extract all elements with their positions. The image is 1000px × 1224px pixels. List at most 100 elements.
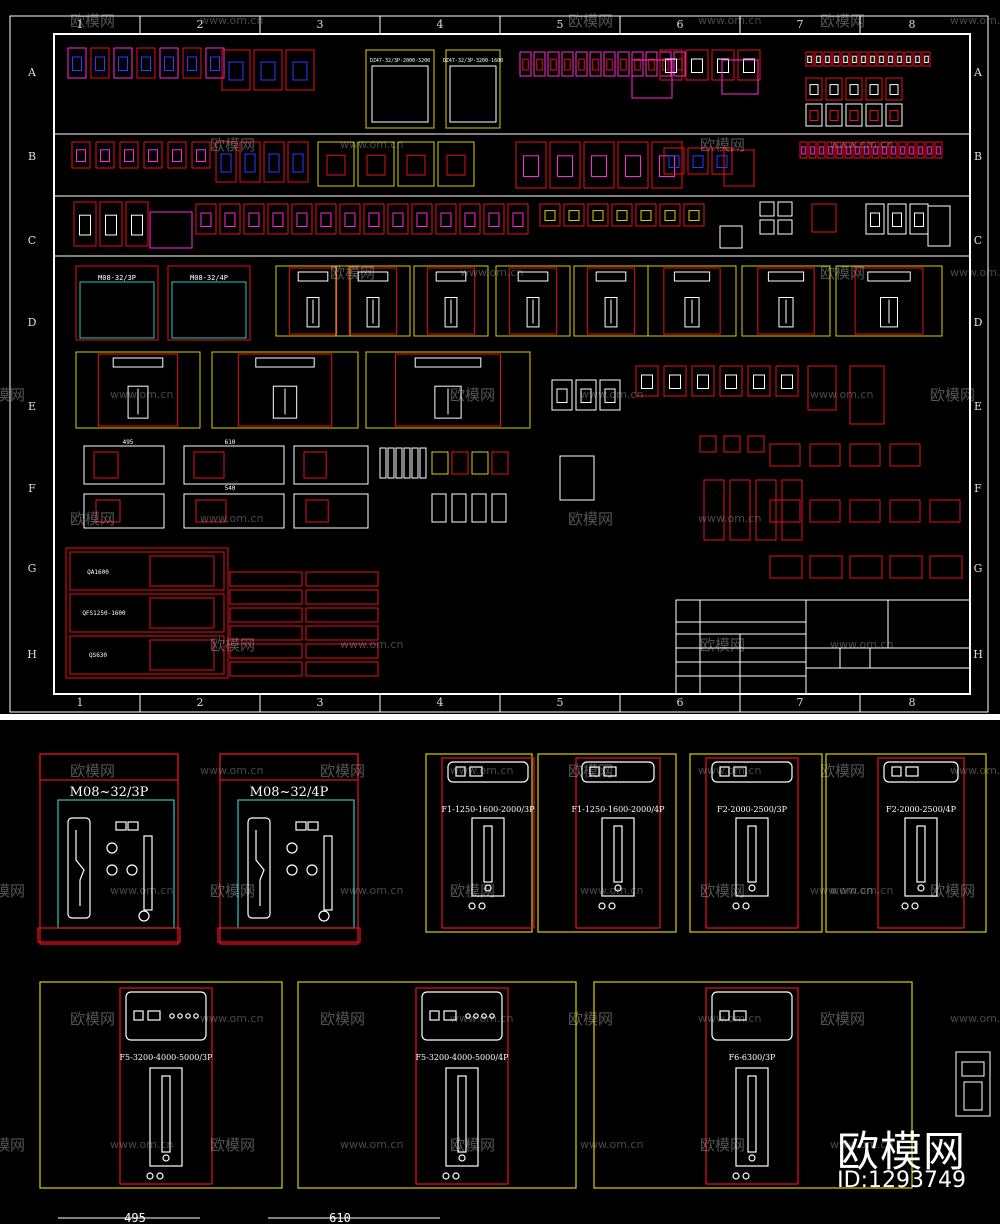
- breaker-glyph[interactable]: [611, 203, 633, 227]
- breaker-glyph[interactable]: [243, 203, 265, 235]
- breaker-glyph[interactable]: [617, 51, 630, 77]
- breaker-glyph[interactable]: [589, 51, 602, 77]
- breaker-glyph[interactable]: [913, 51, 922, 67]
- breaker-panel[interactable]: [835, 265, 943, 337]
- breaker-glyph[interactable]: [922, 51, 931, 67]
- a-panel-2[interactable]: [445, 49, 501, 129]
- detail-panel-f[interactable]: F1-1250-1600-2000/3P: [425, 753, 535, 933]
- a-panel-1[interactable]: [365, 49, 435, 129]
- breaker-panel[interactable]: [495, 265, 571, 337]
- breaker-glyph[interactable]: [909, 203, 929, 235]
- breaker-glyph[interactable]: [904, 51, 913, 67]
- breaker-glyph[interactable]: [549, 141, 581, 189]
- breaker-glyph[interactable]: [136, 47, 156, 79]
- breaker-glyph[interactable]: [315, 203, 337, 235]
- breaker-glyph[interactable]: [799, 141, 808, 159]
- breaker-glyph[interactable]: [285, 49, 315, 91]
- detail-panel-f[interactable]: F1-1250-1600-2000/4P: [537, 753, 677, 933]
- breaker-panel[interactable]: [413, 265, 489, 337]
- breaker-glyph[interactable]: [880, 141, 889, 159]
- d-m08-3p[interactable]: M08-32/3P: [75, 265, 159, 341]
- breaker-glyph[interactable]: [887, 203, 907, 235]
- breaker-glyph[interactable]: [895, 51, 904, 67]
- breaker-glyph[interactable]: [603, 51, 616, 77]
- breaker-glyph[interactable]: [805, 51, 814, 67]
- breaker-glyph[interactable]: [877, 51, 886, 67]
- breaker-glyph[interactable]: [825, 103, 843, 127]
- breaker-glyph[interactable]: [411, 203, 433, 235]
- breaker-glyph[interactable]: [483, 203, 505, 235]
- breaker-panel[interactable]: [741, 265, 831, 337]
- breaker-glyph[interactable]: [845, 77, 863, 101]
- breaker-glyph[interactable]: [817, 141, 826, 159]
- detail-panel-f[interactable]: F2-2000-2500/4P: [825, 753, 987, 933]
- breaker-glyph[interactable]: [519, 51, 532, 77]
- breaker-glyph[interactable]: [159, 47, 179, 79]
- breaker-panel[interactable]: [75, 351, 201, 429]
- detail-panel-f-large[interactable]: F5-3200-4000-5000/4P: [297, 981, 577, 1189]
- breaker-glyph[interactable]: [853, 141, 862, 159]
- breaker-glyph[interactable]: [651, 141, 683, 189]
- breaker-glyph[interactable]: [663, 147, 685, 175]
- breaker-glyph[interactable]: [808, 141, 817, 159]
- breaker-glyph[interactable]: [747, 365, 771, 397]
- breaker-glyph[interactable]: [916, 141, 925, 159]
- breaker-glyph[interactable]: [775, 365, 799, 397]
- breaker-glyph[interactable]: [635, 365, 659, 397]
- detail-panel-f-large[interactable]: F5-3200-4000-5000/3P: [39, 981, 283, 1189]
- breaker-glyph[interactable]: [533, 51, 546, 77]
- breaker-glyph[interactable]: [113, 47, 133, 79]
- breaker-glyph[interactable]: [635, 203, 657, 227]
- breaker-glyph[interactable]: [907, 141, 916, 159]
- breaker-glyph[interactable]: [551, 379, 573, 411]
- breaker-glyph[interactable]: [575, 51, 588, 77]
- breaker-glyph[interactable]: [387, 203, 409, 235]
- breaker-panel[interactable]: [211, 351, 359, 429]
- breaker-glyph[interactable]: [73, 201, 97, 247]
- breaker-glyph[interactable]: [437, 141, 475, 187]
- d-m08-4p[interactable]: M08-32/4P: [167, 265, 251, 341]
- breaker-glyph[interactable]: [125, 201, 149, 247]
- breaker-glyph[interactable]: [805, 103, 823, 127]
- breaker-glyph[interactable]: [645, 51, 658, 77]
- breaker-glyph[interactable]: [683, 203, 705, 227]
- breaker-glyph[interactable]: [99, 201, 123, 247]
- breaker-glyph[interactable]: [885, 77, 903, 101]
- breaker-glyph[interactable]: [631, 51, 644, 77]
- breaker-glyph[interactable]: [835, 141, 844, 159]
- breaker-panel[interactable]: [573, 265, 649, 337]
- breaker-glyph[interactable]: [195, 203, 217, 235]
- breaker-glyph[interactable]: [435, 203, 457, 235]
- breaker-glyph[interactable]: [291, 203, 313, 235]
- breaker-glyph[interactable]: [561, 51, 574, 77]
- breaker-glyph[interactable]: [868, 51, 877, 67]
- breaker-glyph[interactable]: [865, 77, 883, 101]
- breaker-glyph[interactable]: [95, 141, 115, 169]
- breaker-glyph[interactable]: [239, 141, 261, 183]
- breaker-glyph[interactable]: [862, 141, 871, 159]
- breaker-glyph[interactable]: [587, 203, 609, 227]
- breaker-glyph[interactable]: [814, 51, 823, 67]
- breaker-glyph[interactable]: [459, 203, 481, 235]
- breaker-glyph[interactable]: [191, 141, 211, 169]
- breaker-glyph[interactable]: [844, 141, 853, 159]
- breaker-glyph[interactable]: [205, 47, 225, 79]
- detail-panel-m08[interactable]: M08~32/3P: [37, 753, 181, 945]
- breaker-glyph[interactable]: [685, 49, 709, 81]
- breaker-glyph[interactable]: [507, 203, 529, 235]
- breaker-glyph[interactable]: [850, 51, 859, 67]
- breaker-glyph[interactable]: [711, 49, 735, 81]
- breaker-glyph[interactable]: [317, 141, 355, 187]
- breaker-glyph[interactable]: [865, 203, 885, 235]
- breaker-glyph[interactable]: [339, 203, 361, 235]
- breaker-glyph[interactable]: [267, 203, 289, 235]
- breaker-glyph[interactable]: [659, 49, 683, 81]
- breaker-glyph[interactable]: [659, 203, 681, 227]
- breaker-glyph[interactable]: [885, 103, 903, 127]
- breaker-glyph[interactable]: [263, 141, 285, 183]
- breaker-glyph[interactable]: [90, 47, 110, 79]
- breaker-panel[interactable]: [335, 265, 411, 337]
- breaker-glyph[interactable]: [182, 47, 202, 79]
- breaker-glyph[interactable]: [575, 379, 597, 411]
- breaker-glyph[interactable]: [845, 103, 863, 127]
